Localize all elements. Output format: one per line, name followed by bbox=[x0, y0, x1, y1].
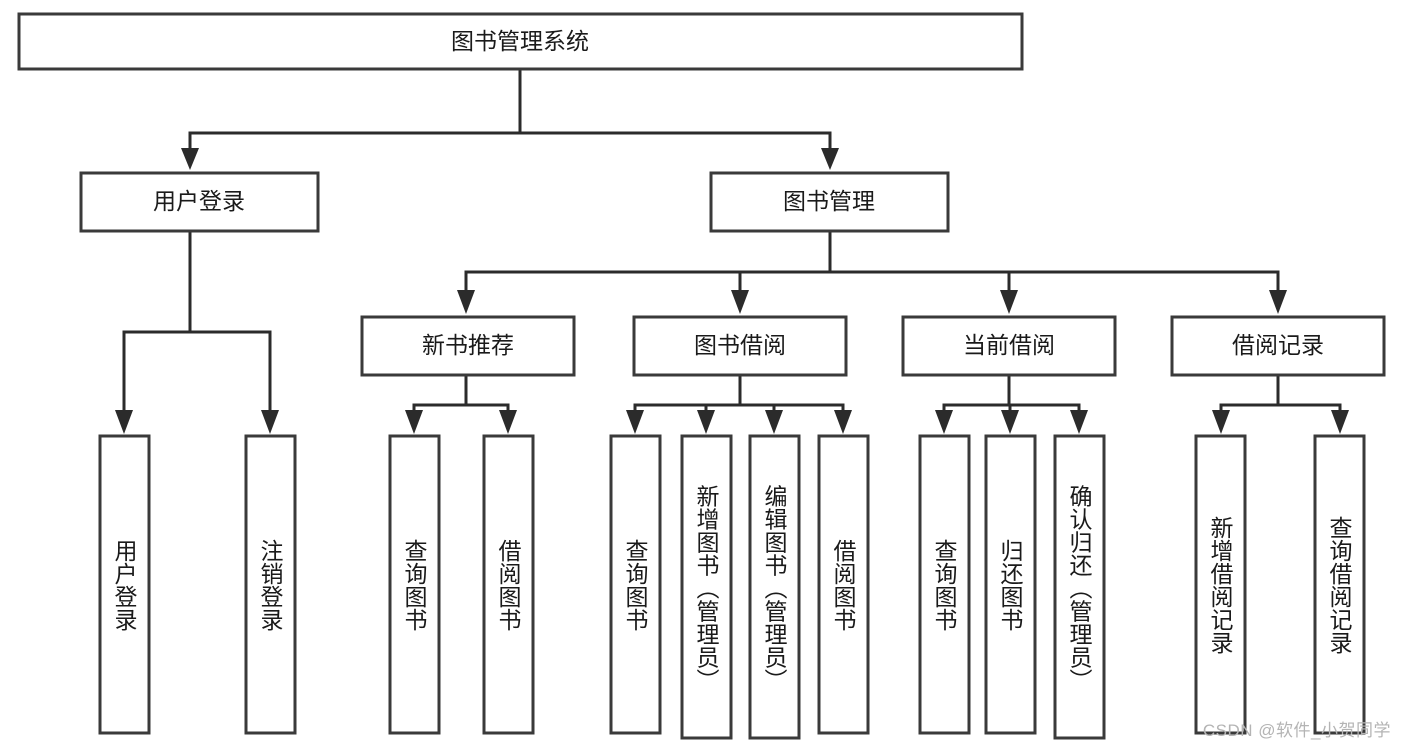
arrow-icon bbox=[405, 410, 423, 434]
leaf-user-login-logout[interactable]: 注销登录 bbox=[244, 434, 297, 735]
arrow-icon bbox=[181, 148, 199, 170]
leaf-current-borrow-query[interactable]: 查询图书 bbox=[918, 434, 971, 735]
node-root-system-box[interactable] bbox=[17, 12, 1024, 71]
leaf-current-borrow-return-box[interactable] bbox=[984, 434, 1037, 735]
arrow-icon bbox=[765, 410, 783, 434]
arrow-icon bbox=[821, 148, 839, 170]
node-new-book-recommend-box[interactable] bbox=[360, 315, 576, 377]
leaf-current-borrow-query-label: 查询图书 bbox=[931, 539, 958, 631]
leaf-current-borrow-return-label: 归还图书 bbox=[997, 539, 1024, 631]
leaf-user-login-login[interactable]: 用户登录 bbox=[98, 434, 151, 735]
leaf-user-login-login-box[interactable] bbox=[98, 434, 151, 735]
arrow-icon bbox=[115, 410, 133, 434]
leaf-new-book-query-box[interactable] bbox=[388, 434, 441, 735]
arrow-icon bbox=[1070, 410, 1088, 434]
leaf-user-login-login-label: 用户登录 bbox=[111, 539, 138, 631]
leaf-book-borrow-add-box[interactable] bbox=[680, 434, 733, 740]
connector-group-new-book bbox=[405, 373, 517, 434]
leaf-new-book-query-label: 查询图书 bbox=[401, 539, 428, 631]
node-borrow-record-box[interactable] bbox=[1170, 315, 1386, 377]
node-book-borrow[interactable]: 图书借阅 bbox=[632, 315, 848, 377]
node-user-login-label: 用户登录 bbox=[153, 188, 245, 214]
connector-group-book-borrow bbox=[626, 373, 852, 434]
leaf-borrow-record-query-box[interactable] bbox=[1313, 434, 1366, 735]
leaf-current-borrow-confirm-label: 确认归还（管理员） bbox=[1066, 485, 1093, 692]
csdn-watermark: CSDN @软件_小贺同学 bbox=[1202, 721, 1391, 740]
leaf-borrow-record-add-box[interactable] bbox=[1194, 434, 1247, 735]
leaf-book-borrow-edit-label: 编辑图书（管理员） bbox=[761, 485, 788, 692]
leaf-borrow-record-query[interactable]: 查询借阅记录 bbox=[1313, 434, 1366, 735]
node-book-manage-label: 图书管理 bbox=[783, 188, 875, 214]
arrow-icon bbox=[457, 290, 475, 314]
arrow-icon bbox=[626, 410, 644, 434]
leaf-book-borrow-edit[interactable]: 编辑图书（管理员） bbox=[748, 434, 801, 740]
leaf-current-borrow-query-box[interactable] bbox=[918, 434, 971, 735]
leaf-new-book-borrow[interactable]: 借阅图书 bbox=[482, 434, 535, 735]
node-new-book-recommend-label: 新书推荐 bbox=[422, 332, 514, 358]
leaf-borrow-record-add-label: 新增借阅记录 bbox=[1207, 516, 1234, 654]
arrow-icon bbox=[1001, 410, 1019, 434]
node-book-borrow-label: 图书借阅 bbox=[694, 332, 786, 358]
node-book-manage[interactable]: 图书管理 bbox=[709, 171, 950, 233]
leaf-book-borrow-add-label: 新增图书（管理员） bbox=[693, 485, 720, 692]
node-root-system[interactable]: 图书管理系统 bbox=[17, 12, 1024, 71]
connector-group-borrow-record bbox=[1212, 373, 1349, 434]
arrow-icon bbox=[1269, 290, 1287, 314]
connector-group-user-login bbox=[115, 229, 279, 434]
node-current-borrow[interactable]: 当前借阅 bbox=[901, 315, 1117, 377]
node-book-borrow-box[interactable] bbox=[632, 315, 848, 377]
leaf-book-borrow-query-label: 查询图书 bbox=[622, 539, 649, 631]
arrow-icon bbox=[1212, 410, 1230, 434]
leaf-borrow-record-add[interactable]: 新增借阅记录 bbox=[1194, 434, 1247, 735]
node-borrow-record[interactable]: 借阅记录 bbox=[1170, 315, 1386, 377]
node-root-system-label: 图书管理系统 bbox=[451, 28, 589, 54]
arrow-icon bbox=[731, 290, 749, 314]
arrow-icon bbox=[935, 410, 953, 434]
leaf-current-borrow-confirm[interactable]: 确认归还（管理员） bbox=[1053, 434, 1106, 740]
leaf-new-book-query[interactable]: 查询图书 bbox=[388, 434, 441, 735]
leaf-user-login-logout-box[interactable] bbox=[244, 434, 297, 735]
leaf-book-borrow-borrow[interactable]: 借阅图书 bbox=[817, 434, 870, 735]
node-user-login-box[interactable] bbox=[79, 171, 320, 233]
leaf-borrow-record-query-label: 查询借阅记录 bbox=[1326, 516, 1353, 654]
leaf-user-login-logout-label: 注销登录 bbox=[257, 539, 284, 631]
node-current-borrow-box[interactable] bbox=[901, 315, 1117, 377]
arrow-icon bbox=[1331, 410, 1349, 434]
node-new-book-recommend[interactable]: 新书推荐 bbox=[360, 315, 576, 377]
leaf-current-borrow-confirm-box[interactable] bbox=[1053, 434, 1106, 740]
leaf-book-borrow-edit-box[interactable] bbox=[748, 434, 801, 740]
leaf-book-borrow-borrow-label: 借阅图书 bbox=[830, 539, 857, 631]
leaf-current-borrow-return[interactable]: 归还图书 bbox=[984, 434, 1037, 735]
arrow-icon bbox=[261, 410, 279, 434]
leaf-book-borrow-query[interactable]: 查询图书 bbox=[609, 434, 662, 735]
connector-group-root bbox=[181, 68, 839, 170]
leaf-book-borrow-borrow-box[interactable] bbox=[817, 434, 870, 735]
node-current-borrow-label: 当前借阅 bbox=[963, 332, 1055, 358]
node-user-login[interactable]: 用户登录 bbox=[79, 171, 320, 233]
node-borrow-record-label: 借阅记录 bbox=[1232, 332, 1324, 358]
leaf-book-borrow-query-box[interactable] bbox=[609, 434, 662, 735]
leaf-new-book-borrow-label: 借阅图书 bbox=[495, 539, 522, 631]
leaf-new-book-borrow-box[interactable] bbox=[482, 434, 535, 735]
leaf-book-borrow-add[interactable]: 新增图书（管理员） bbox=[680, 434, 733, 740]
arrow-icon bbox=[834, 410, 852, 434]
connector-group-current-borrow bbox=[935, 373, 1088, 434]
arrow-icon bbox=[697, 410, 715, 434]
node-book-manage-box[interactable] bbox=[709, 171, 950, 233]
arrow-icon bbox=[499, 410, 517, 434]
connector-group-book-manage bbox=[457, 229, 1287, 314]
arrow-icon bbox=[1000, 290, 1018, 314]
